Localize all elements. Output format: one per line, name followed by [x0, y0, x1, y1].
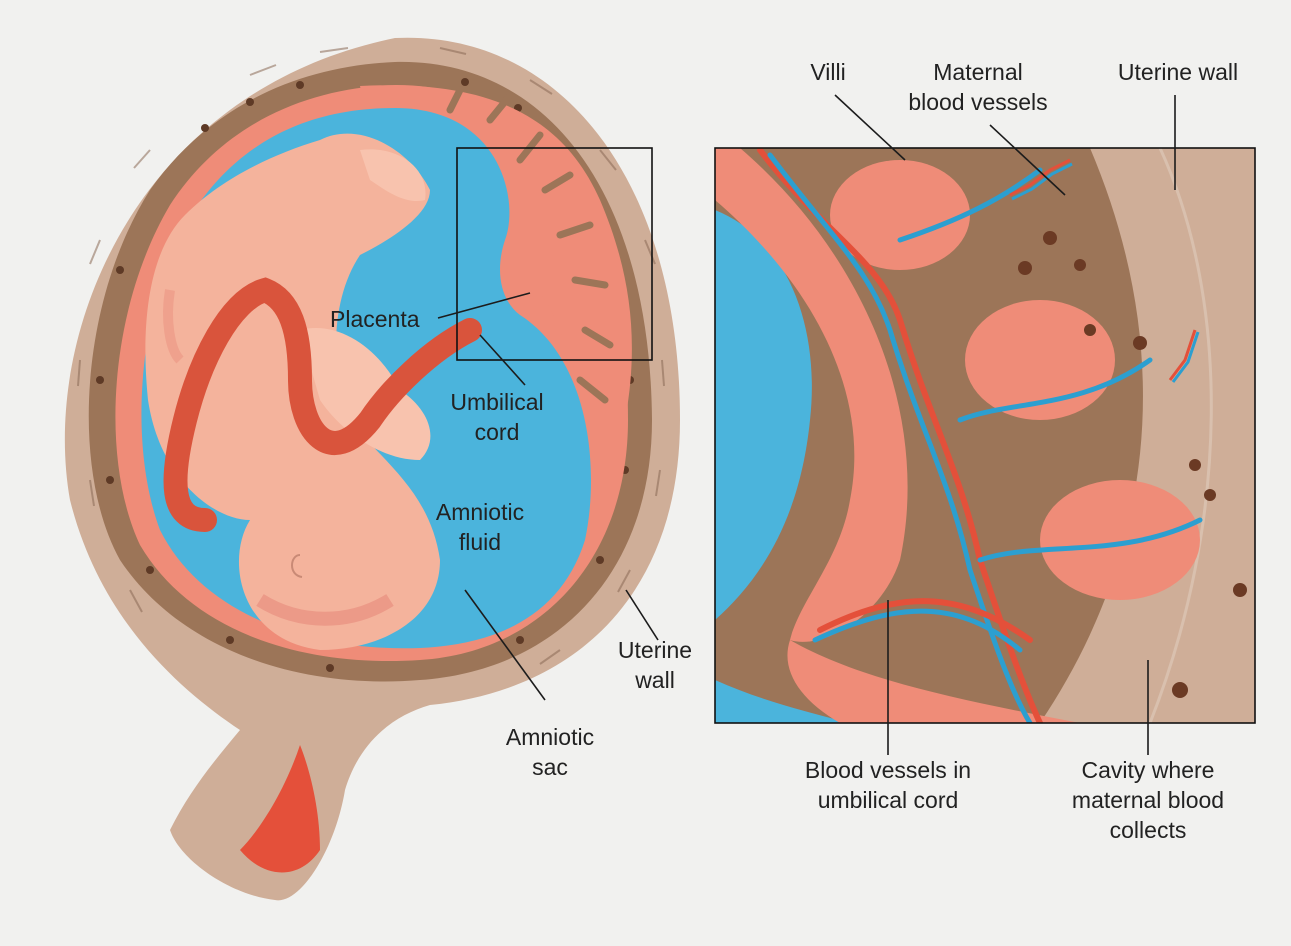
- label-amniotic-sac-2: sac: [532, 754, 568, 780]
- label-uterine-wall-right: Uterine wall: [1118, 59, 1238, 85]
- label-amniotic-fluid-2: fluid: [459, 529, 501, 555]
- label-cavity-1: Cavity where: [1082, 757, 1215, 783]
- label-amniotic-sac-1: Amniotic: [506, 724, 594, 750]
- label-umbilical-cord-1: Umbilical: [450, 389, 543, 415]
- label-cavity-2: maternal blood: [1072, 787, 1224, 813]
- label-uterine-wall-left-1: Uterine: [618, 637, 692, 663]
- uterus-illustration: [65, 38, 680, 901]
- label-villi: Villi: [810, 59, 845, 85]
- label-blood-vessels-cord-1: Blood vessels in: [805, 757, 971, 783]
- label-placenta: Placenta: [330, 306, 420, 332]
- villi-detail-panel: [715, 148, 1255, 723]
- label-cavity-3: collects: [1110, 817, 1187, 843]
- label-blood-vessels-cord-2: umbilical cord: [818, 787, 959, 813]
- label-amniotic-fluid-1: Amniotic: [436, 499, 524, 525]
- label-umbilical-cord-2: cord: [475, 419, 520, 445]
- label-maternal-vessels-2: blood vessels: [908, 89, 1047, 115]
- label-maternal-vessels-1: Maternal: [933, 59, 1022, 85]
- label-uterine-wall-left-2: wall: [634, 667, 675, 693]
